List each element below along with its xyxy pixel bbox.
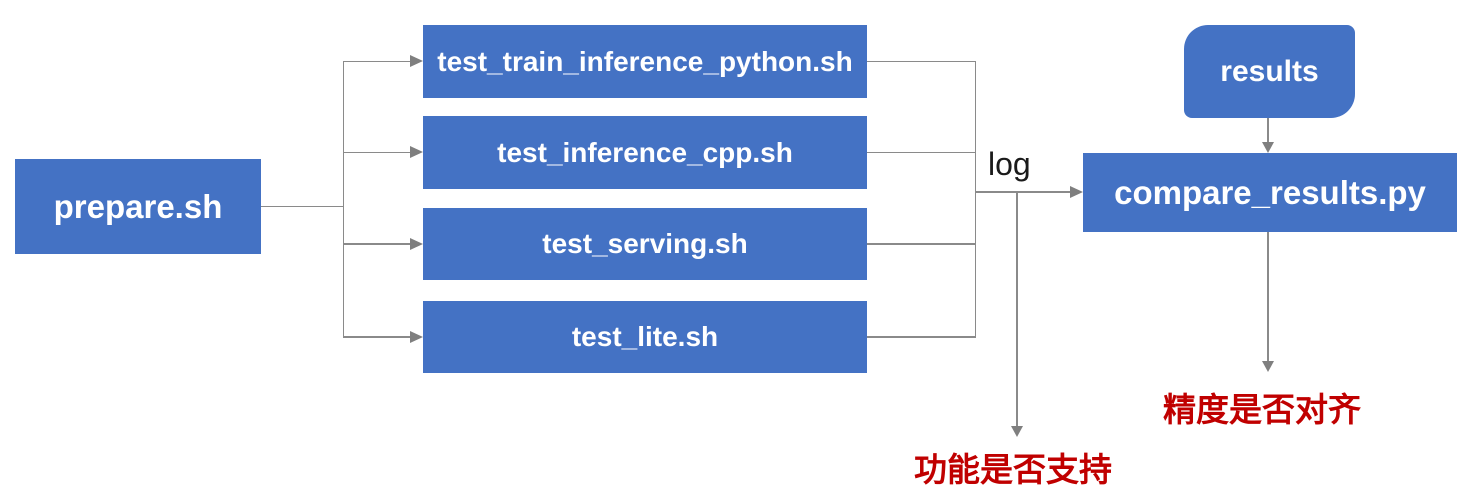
- connector-trunk-to-test-1: [343, 151, 411, 154]
- node-prepare-sh: prepare.sh: [15, 159, 261, 254]
- connector-right-trunk: [974, 61, 976, 338]
- node-results: results: [1184, 25, 1355, 118]
- connector-test-2-to-trunk: [867, 243, 976, 245]
- connector-trunk-to-test-3: [343, 336, 411, 338]
- connector-test-3-to-trunk: [867, 336, 976, 338]
- annotation-function-support: 功能是否支持: [914, 451, 1112, 488]
- connector-trunk-to-test-2: [343, 243, 411, 245]
- arrowhead-down-icon: [1261, 142, 1274, 153]
- node-test-inference-cpp-sh: test_inference_cpp.sh: [423, 116, 867, 189]
- connector-log-to-compare: [975, 191, 1071, 193]
- connector-results-to-compare: [1267, 118, 1269, 143]
- connector-test-0-to-trunk: [867, 60, 976, 63]
- connector-prepare-to-trunk: [261, 205, 343, 207]
- node-test-lite-sh: test_lite.sh: [423, 301, 867, 373]
- arrowhead-right-icon: [410, 237, 423, 250]
- arrowhead-right-icon: [410, 55, 423, 67]
- edge-label-log: log: [988, 146, 1031, 182]
- connector-log-down: [1016, 192, 1018, 426]
- connector-test-1-to-trunk: [867, 151, 976, 154]
- node-test-train-inference-python-sh: test_train_inference_python.sh: [423, 25, 867, 98]
- arrowhead-right-icon: [410, 146, 423, 158]
- arrowhead-down-icon: [1261, 361, 1274, 372]
- arrowhead-down-icon: [1010, 426, 1023, 437]
- annotation-precision-alignment: 精度是否对齐: [1163, 391, 1361, 428]
- connector-left-trunk: [342, 61, 344, 338]
- arrowhead-right-icon: [1070, 185, 1083, 198]
- arrowhead-right-icon: [410, 330, 423, 343]
- node-test-serving-sh: test_serving.sh: [423, 208, 867, 280]
- connector-trunk-to-test-0: [343, 60, 411, 63]
- connector-compare-down: [1267, 232, 1269, 362]
- node-compare-results-py: compare_results.py: [1083, 153, 1457, 232]
